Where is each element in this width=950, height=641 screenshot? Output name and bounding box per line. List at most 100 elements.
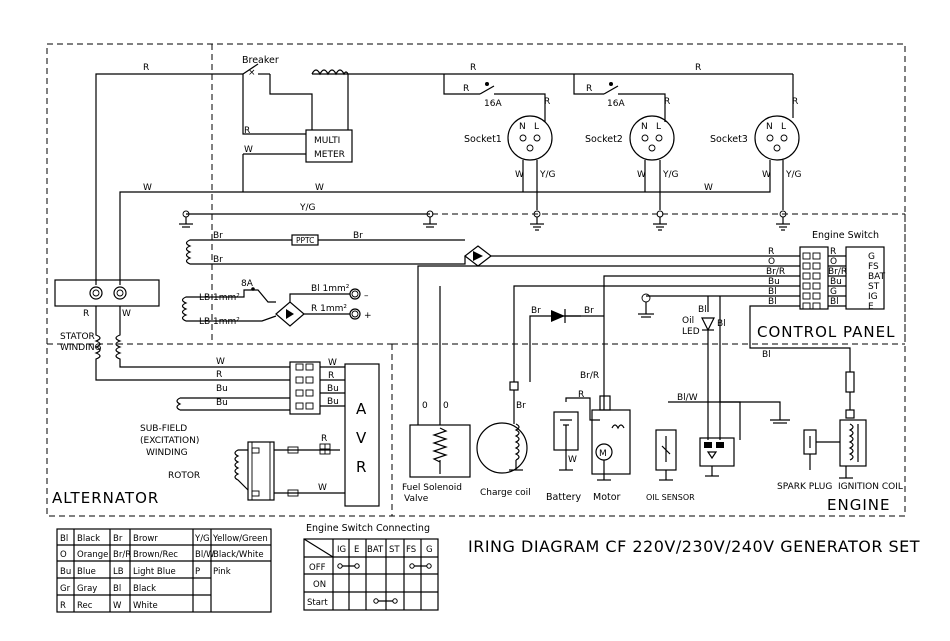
switch-wire-right: R	[830, 247, 836, 257]
oil-sensor-label: OIL SENSOR	[646, 493, 695, 502]
color-code-cell: W	[113, 601, 122, 611]
switch-connecting-table	[303, 538, 439, 611]
wire-label-yg: Y/G	[662, 170, 679, 180]
sub-field-winding	[176, 397, 290, 411]
avr-wire-label: R	[216, 370, 222, 380]
color-code-cell: Yellow/Green	[212, 534, 268, 544]
switch-wire-left: Bu	[768, 277, 780, 287]
avr-wire-label: Bu	[216, 398, 228, 408]
dc-winding	[181, 287, 361, 327]
switch-wire-right: G	[830, 287, 837, 297]
color-code-cell: White	[133, 601, 158, 611]
wire-label-r: R	[664, 97, 670, 107]
switch-table-row-label: Start	[307, 598, 328, 608]
starter-motor: M	[591, 395, 631, 481]
ground-symbol	[653, 210, 667, 231]
wire-label-w: W	[143, 183, 152, 193]
socket-n-label: N	[641, 122, 648, 132]
wire-label-r: R	[244, 126, 250, 136]
engine-switch-terminals	[845, 246, 885, 310]
engine-region-label: ENGINE	[827, 496, 890, 514]
wire-label-bl: Bl	[698, 305, 707, 315]
ignition-coil-label: IGNITION COIL	[838, 482, 903, 492]
spark-plug-label: SPARK PLUG	[777, 482, 832, 492]
wire-label-r: R	[83, 309, 89, 319]
color-code-table	[56, 528, 272, 613]
wire-label-r: R	[321, 434, 327, 444]
color-code-cell: R	[60, 601, 66, 611]
charge-coil-label: Charge coil	[480, 488, 531, 498]
engine-switch-connector	[799, 246, 829, 310]
switch-wire-right: Bu	[830, 277, 842, 287]
switch-wire-left: O	[768, 257, 775, 267]
wire-label-w: W	[318, 483, 327, 493]
switch-table-header: FS	[406, 545, 416, 555]
rotor	[234, 441, 345, 501]
wire-label-r: R	[578, 390, 584, 400]
wire-label-w: W	[515, 170, 524, 180]
socket1-16a-switch	[479, 82, 495, 95]
switch-table-row-label: ON	[313, 580, 326, 590]
wire-label-bl: Bl	[717, 319, 726, 329]
switch-table-row-label: OFF	[309, 563, 326, 573]
minus-terminal-label: –	[364, 291, 369, 301]
color-code-cell: Pink	[213, 567, 231, 577]
color-code-cell: Bl	[113, 584, 121, 594]
battery	[553, 411, 579, 471]
spark-plug	[803, 429, 840, 470]
ground-symbol	[530, 210, 544, 231]
switch-table-header: IG	[337, 545, 346, 555]
switch-terminal-fs: FS	[868, 262, 879, 272]
socket1	[507, 115, 553, 161]
color-code-cell: Gray	[77, 584, 97, 594]
yg-ground-wire	[179, 210, 437, 228]
lb-wire-label-2: LB 1mm²	[199, 317, 240, 327]
wire-label-bl: Bl	[762, 350, 771, 360]
color-code-cell: Blue	[77, 567, 96, 577]
wire-label-yg: Y/G	[785, 170, 802, 180]
socket2-label: Socket2	[585, 134, 623, 145]
fuel-solenoid-valve	[409, 424, 471, 478]
svg-text:M: M	[599, 449, 607, 459]
wire-label-br: Br	[531, 306, 541, 316]
wire-label-w: W	[122, 309, 131, 319]
avr-wire-label: W	[328, 358, 337, 368]
engine-switch-label: Engine Switch	[812, 230, 879, 241]
r-wire-label: R 1mm²	[311, 304, 347, 314]
color-code-cell: Black	[77, 534, 100, 544]
socket2-16a-switch	[603, 82, 619, 95]
engine-switch-wires	[802, 252, 846, 310]
socket3-label: Socket3	[710, 134, 748, 145]
sub-field-label-2: (EXCITATION)	[140, 436, 199, 446]
wire-label-yg: Y/G	[539, 170, 556, 180]
socket-l-label: L	[781, 122, 786, 132]
wire-label-blw: Bl/W	[677, 393, 698, 403]
motor-label: Motor	[593, 492, 621, 503]
fuel-solenoid-label-1: Fuel Solenoid	[402, 483, 462, 493]
ptc-label: PPTC	[296, 236, 314, 245]
socket2	[629, 115, 675, 161]
breaker: ×	[242, 63, 259, 78]
oil-sensor	[655, 429, 677, 481]
socket1-label: Socket1	[464, 134, 502, 145]
plus-terminal-label: +	[364, 311, 372, 321]
alternator-region-label: ALTERNATOR	[52, 489, 159, 507]
ground-symbol	[776, 210, 790, 231]
wire-label-r: R	[143, 63, 149, 73]
wire-label-w: W	[244, 145, 253, 155]
wire-label-zero: 0	[422, 401, 428, 411]
a8-label: 8A	[241, 279, 254, 289]
rotor-label: ROTOR	[168, 471, 200, 481]
wire-label-r: R	[463, 84, 469, 94]
socket2-16a-label: 16A	[607, 99, 625, 109]
wire-label-w: W	[568, 455, 577, 465]
switch-table-header: G	[426, 545, 433, 555]
socket3	[754, 115, 800, 161]
main-wires	[95, 73, 794, 285]
wire-label-br: Br	[213, 231, 223, 241]
wire-label-yg: Y/G	[299, 203, 316, 213]
color-code-cell: Br/R	[113, 550, 131, 560]
oil-led-label-1: Oil	[682, 316, 694, 326]
ignition-coil	[839, 371, 867, 479]
color-code-cell: Bl	[60, 534, 68, 544]
